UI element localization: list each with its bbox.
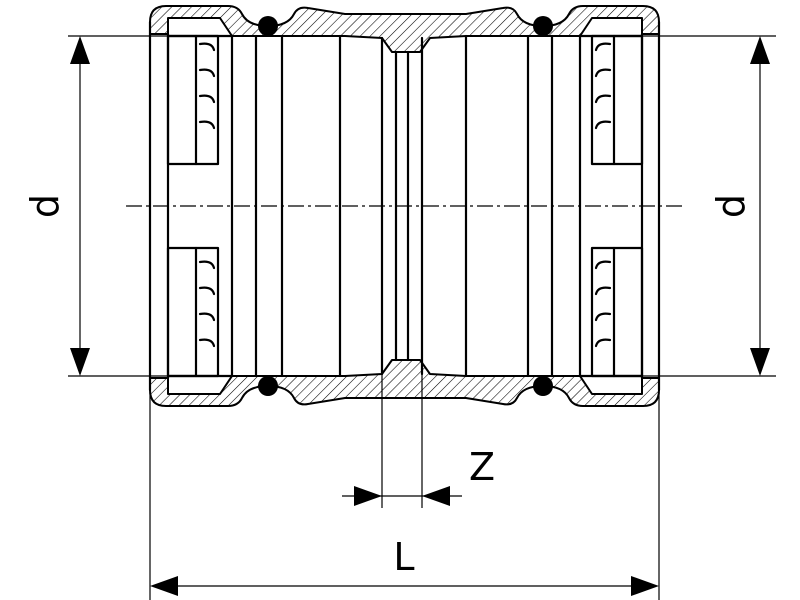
grip-ring-right-top xyxy=(590,34,644,166)
bottom-wall xyxy=(149,359,660,407)
dimension-l: L xyxy=(149,392,660,600)
grip-ring-left-bottom xyxy=(166,246,220,378)
dimension-label-z: Z xyxy=(469,445,495,489)
dimension-d-left: d xyxy=(23,35,168,377)
top-wall xyxy=(149,5,660,53)
dimension-label-d-right: d xyxy=(709,194,753,218)
section-lines xyxy=(230,34,582,378)
dimension-z: Z xyxy=(342,374,495,508)
dimension-label-d-left: d xyxy=(23,194,67,218)
grip-ring-right-bottom xyxy=(590,246,644,378)
dimension-label-l: L xyxy=(393,535,414,579)
dimension-d-right: d xyxy=(642,35,776,377)
grip-ring-left-top xyxy=(166,34,220,166)
o-ring-seals xyxy=(258,16,553,396)
